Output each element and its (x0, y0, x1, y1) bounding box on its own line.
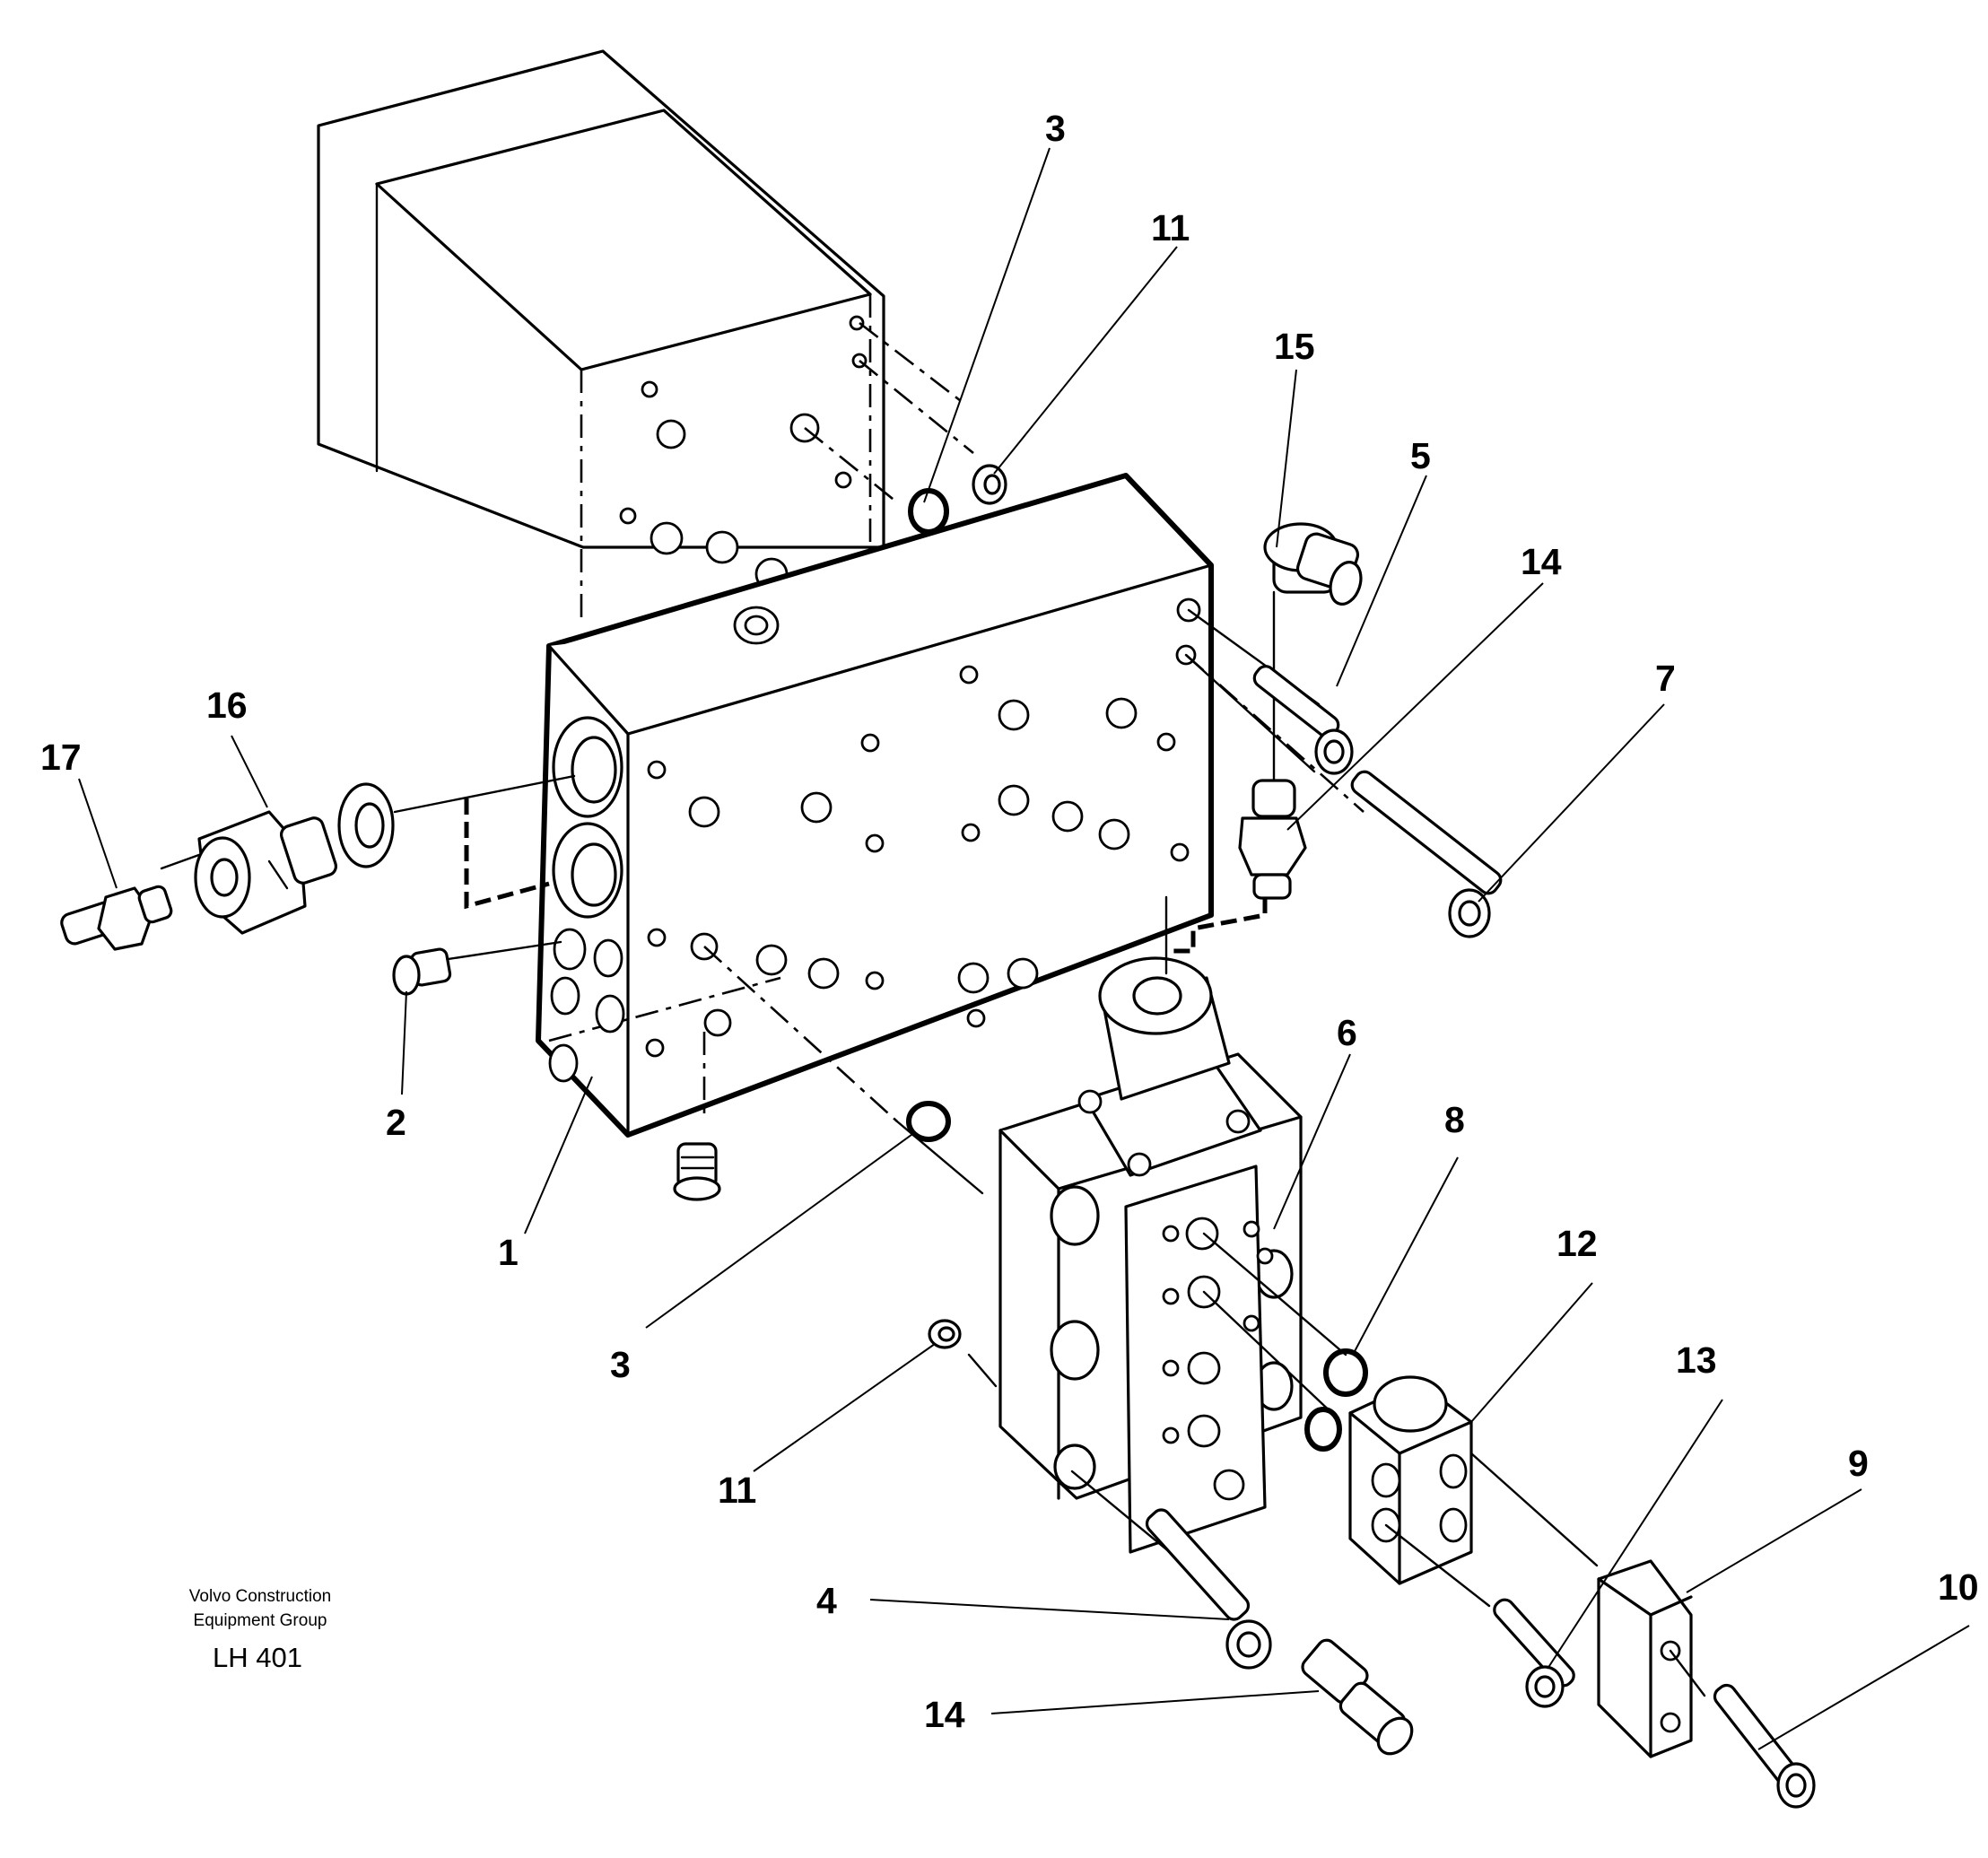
seal-ring (337, 774, 576, 910)
callout-10: 10 (1938, 1566, 1979, 1608)
callout-5: 5 (1410, 435, 1431, 476)
drawing-reference: LH 401 (213, 1642, 302, 1673)
callout-11-upper: 11 (1151, 207, 1190, 249)
adapter-17 (60, 850, 208, 951)
callout-2: 2 (386, 1102, 406, 1143)
main-valve-block (536, 473, 1321, 1195)
callout-15: 15 (1274, 326, 1315, 367)
plug-2 (392, 940, 562, 996)
callout-9: 9 (1848, 1443, 1869, 1484)
union-16 (194, 810, 338, 935)
drawing-footer: Volvo Construction Equipment Group LH 40… (189, 1587, 331, 1673)
screw-4 (1145, 1508, 1272, 1670)
callout-labels: 3 11 15 5 14 7 16 17 2 1 3 11 6 8 12 13 … (40, 108, 1979, 1735)
fitting-14-upper (1166, 779, 1307, 954)
callout-3-lower: 3 (610, 1344, 631, 1385)
screw-10 (1669, 1649, 1816, 1809)
washer-11-upper (972, 464, 1007, 505)
rear-valve-section (317, 49, 974, 619)
block-9 (1597, 1559, 1693, 1758)
screw-13 (1493, 1598, 1575, 1708)
screw-5 (1252, 665, 1354, 775)
callout-12: 12 (1556, 1223, 1598, 1264)
o-ring-3-upper (908, 488, 949, 535)
reducing-valve-section (967, 895, 1347, 1581)
callout-13: 13 (1676, 1339, 1717, 1381)
o-ring-3-lower (906, 1101, 951, 1142)
company-name-line2: Equipment Group (194, 1611, 327, 1630)
plug-bottom (673, 1142, 721, 1201)
leader-lines (78, 147, 1970, 1750)
callout-14-lower: 14 (924, 1694, 965, 1735)
fitting-14-lower (1301, 1638, 1414, 1756)
washer-11-lower (928, 1319, 962, 1349)
elbow-fitting-15 (1263, 522, 1363, 782)
company-name-line1: Volvo Construction (189, 1587, 331, 1606)
callout-7: 7 (1655, 658, 1676, 699)
callout-1: 1 (498, 1232, 519, 1273)
callout-17: 17 (40, 737, 82, 778)
callout-14-upper: 14 (1521, 541, 1562, 582)
block-12 (1348, 1375, 1599, 1608)
callout-11-lower: 11 (718, 1470, 756, 1511)
callout-6: 6 (1337, 1012, 1357, 1053)
callout-8: 8 (1444, 1099, 1465, 1140)
screw-7 (1185, 654, 1503, 938)
callout-16: 16 (206, 685, 248, 726)
o-rings-8 (1304, 1348, 1368, 1452)
callout-4: 4 (816, 1580, 837, 1621)
callout-3-upper: 3 (1045, 108, 1066, 149)
